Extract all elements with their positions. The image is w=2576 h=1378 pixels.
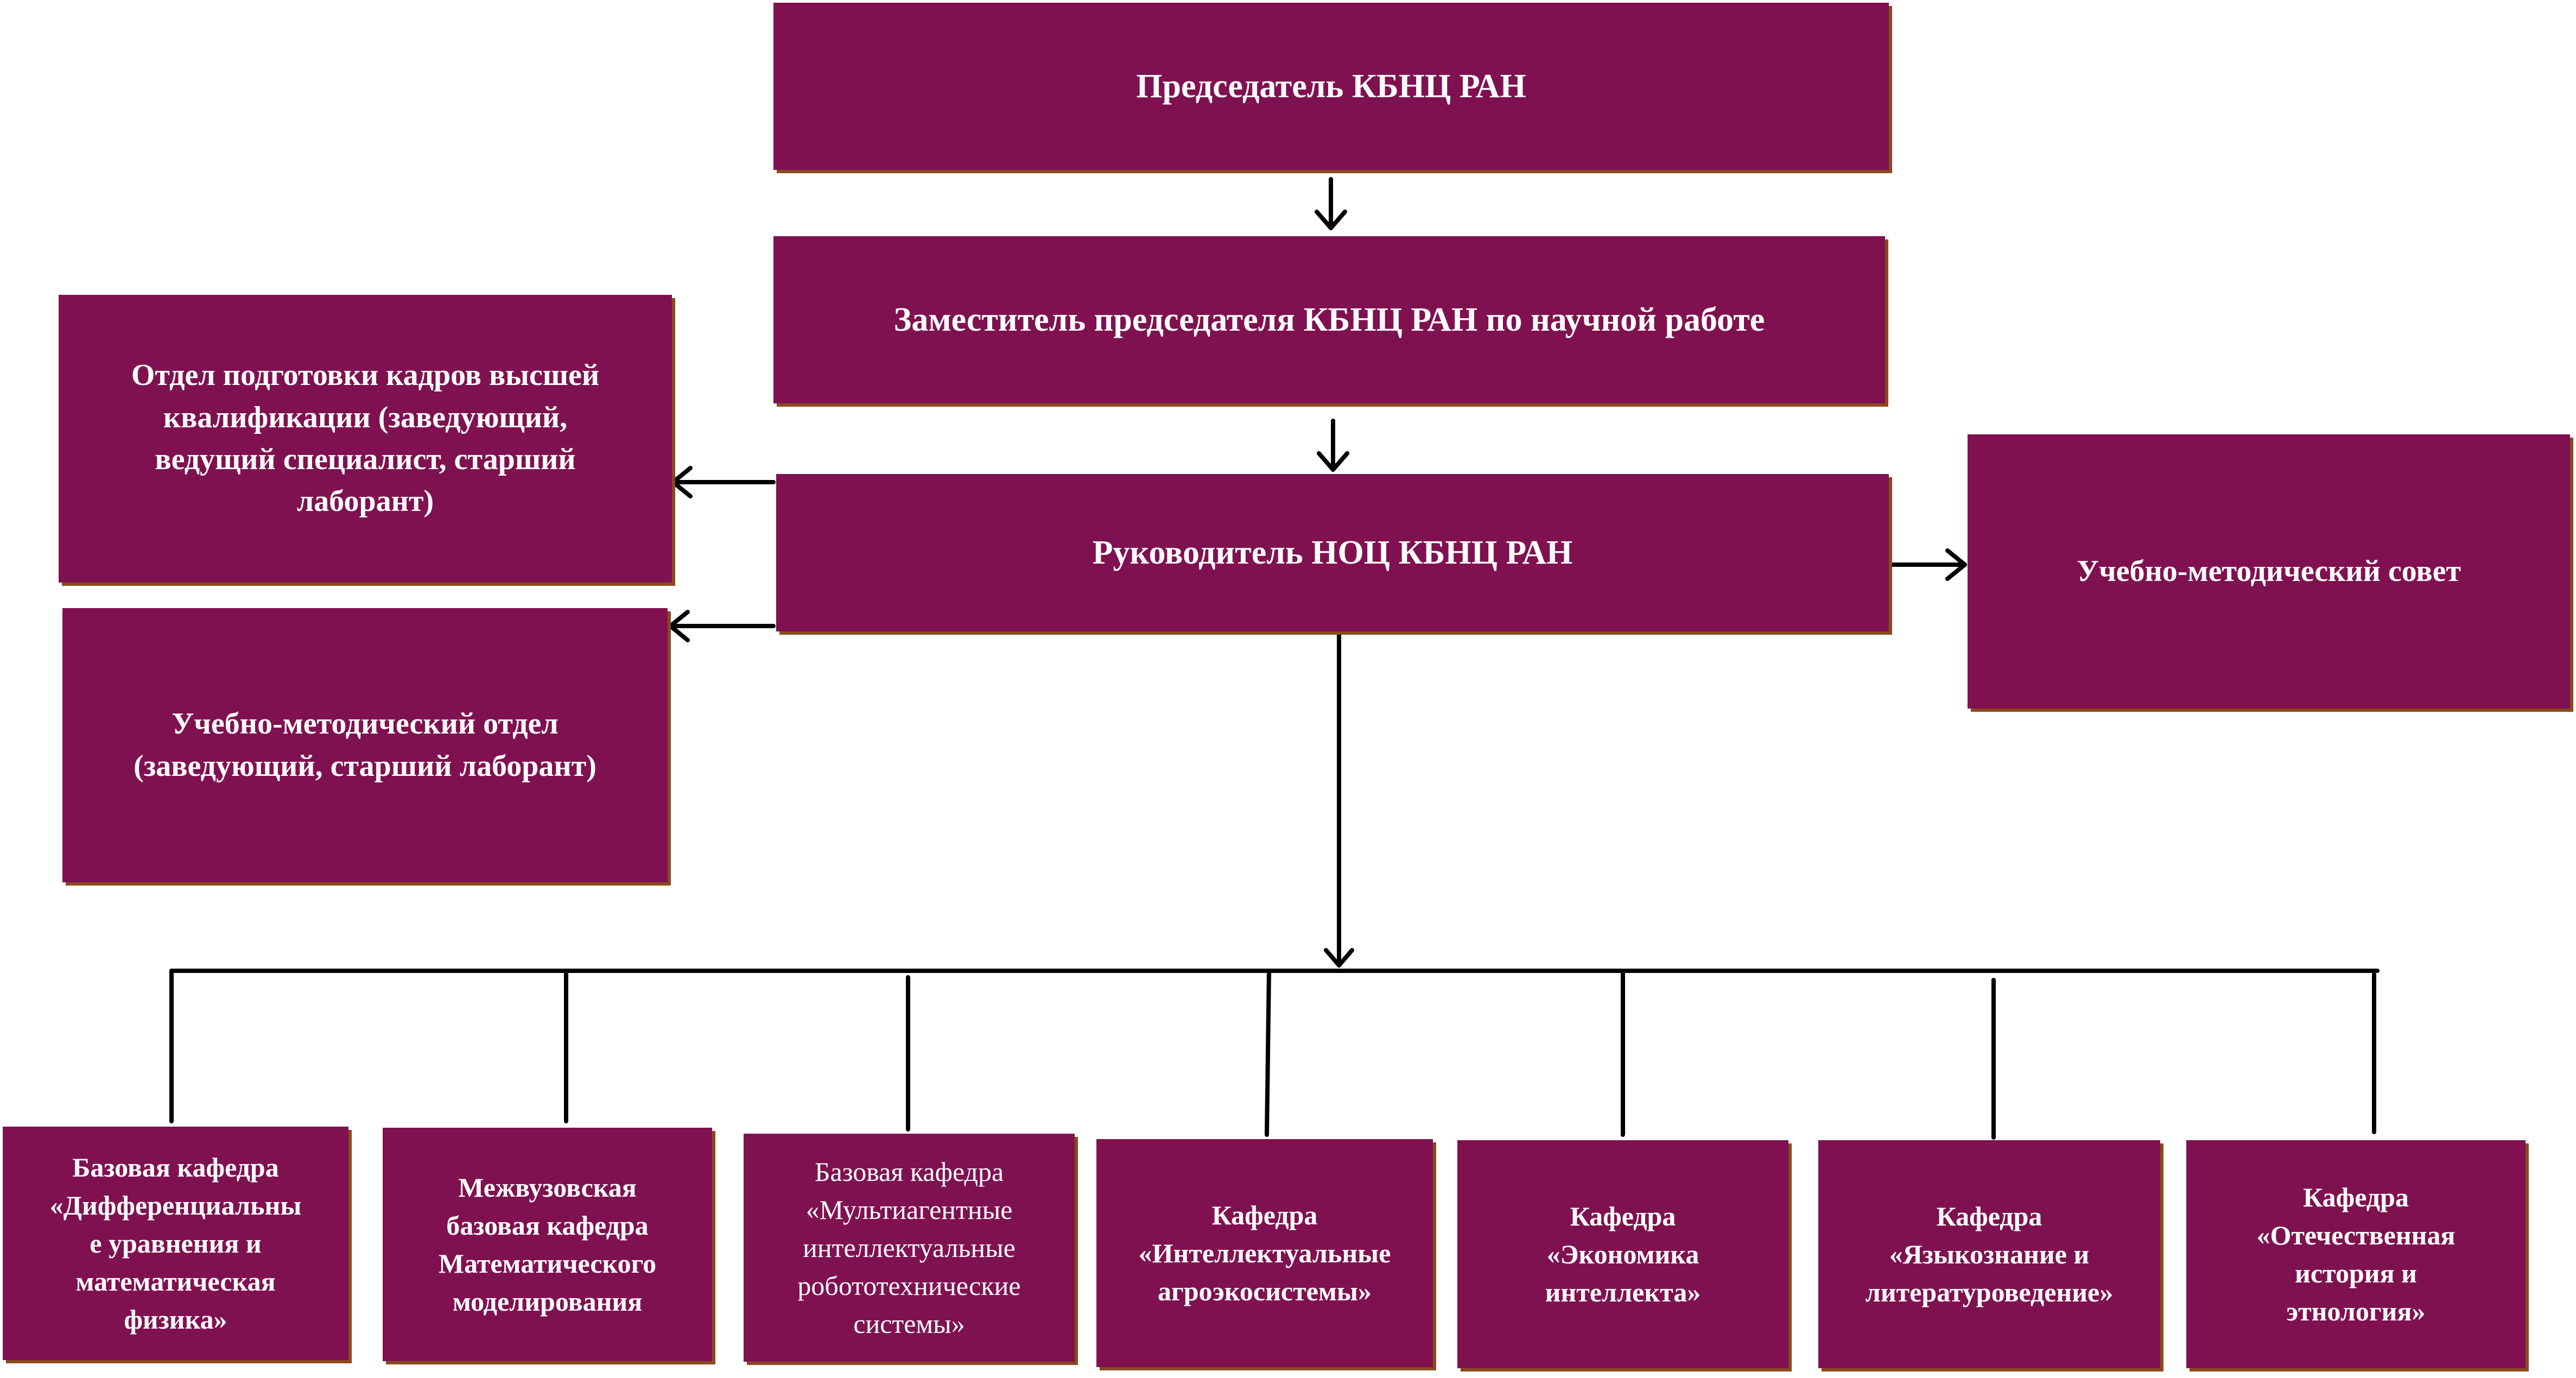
department-box-3: Базовая кафедра «Мультиагентные интеллек…: [744, 1134, 1075, 1362]
department-box-6: Кафедра «Языкознание и литературоведение…: [1818, 1140, 2160, 1368]
department-box-5: Кафедра «Экономика интеллекта»: [1457, 1140, 1788, 1368]
department-box-1: Базовая кафедра «Дифференциальны е уравн…: [3, 1127, 348, 1360]
department-box-7: Кафедра «Отечественная история и этнолог…: [2186, 1140, 2526, 1368]
drop-dept-4: [1265, 969, 1271, 1137]
chairman-box: Председатель КБНЦ РАН: [773, 3, 1889, 170]
noc-head-box: Руководитель НОЦ КБНЦ РАН: [776, 474, 1889, 631]
methodical-dept-box: Учебно-методический отдел (заведующий, с…: [62, 608, 668, 882]
department-box-2: Межвузовская базовая кафедра Математичес…: [383, 1128, 712, 1361]
training-dept-box: Отдел подготовки кадров высшей квалифика…: [59, 295, 672, 583]
deputy-box: Заместитель председателя КБНЦ РАН по нау…: [773, 236, 1885, 403]
department-box-4: Кафедра «Интеллектуальные агроэкосистемы…: [1096, 1139, 1433, 1367]
methodical-council-box: Учебно-методический совет: [1968, 434, 2570, 709]
